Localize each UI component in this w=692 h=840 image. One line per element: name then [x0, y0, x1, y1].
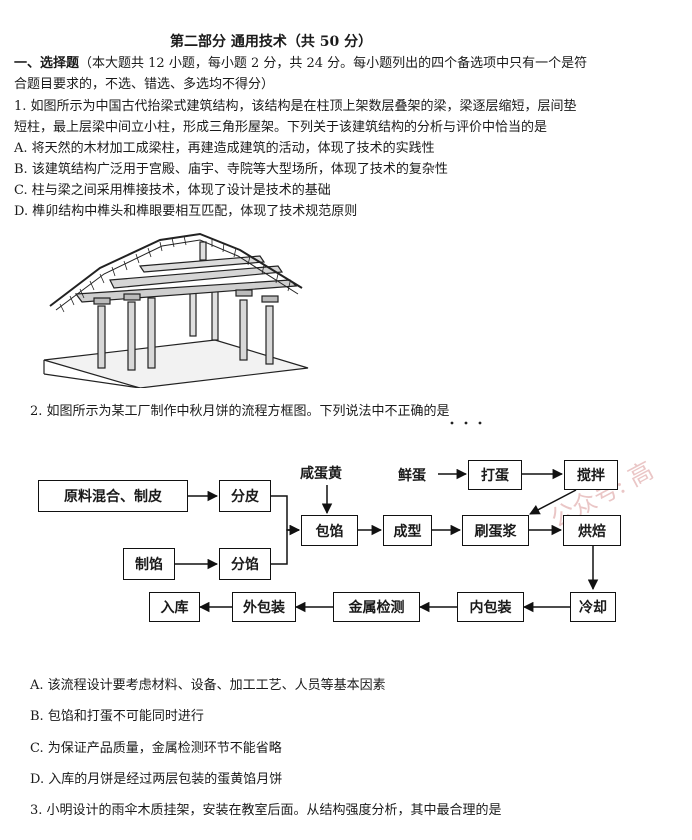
emphasis-dots — [450, 421, 482, 425]
q1-stem-line1: 1. 如图所示为中国古代抬梁式建筑结构，该结构是在柱顶上架数层叠架的梁，梁逐层缩… — [14, 99, 577, 114]
q2-option-b: B. 包馅和打蛋不可能同时进行 — [30, 709, 204, 724]
q1-option-a: A. 将天然的木材加工成梁柱，再建造成建筑的活动，体现了技术的实践性 — [14, 141, 435, 156]
q2-stem: 2. 如图所示为某工厂制作中秋月饼的流程方框图。下列说法中不正确的是 — [30, 404, 450, 419]
flow-step-wrap-filling: 包馅 — [301, 515, 358, 546]
section1-line1: 一、选择题（本大题共 12 小题，每小题 2 分，共 24 分。每小题列出的四个… — [14, 56, 587, 72]
flow-step-make-filling: 制馅 — [123, 548, 175, 580]
q1-stem-line2: 短柱，最上层梁中间立小柱，形成三角形屋架。下列关于该建筑结构的分析与评价中恰当的… — [14, 120, 548, 135]
section-title: 第二部分 通用技术（共 50 分） — [170, 34, 373, 50]
section1-label: 一、选择题 — [14, 56, 80, 71]
section1-desc1: （本大题共 12 小题，每小题 2 分，共 24 分。每小题列出的四个备选项中只… — [79, 56, 588, 71]
flow-input-fresh-egg: 鲜蛋 — [398, 468, 426, 484]
flow-step-raw-mix: 原料混合、制皮 — [38, 480, 188, 512]
q3-stem: 3. 小明设计的雨伞木质挂架，安装在教室后面。从结构强度分析，其中最合理的是 — [30, 803, 502, 818]
q2-option-d: D. 入库的月饼是经过两层包装的蛋黄馅月饼 — [30, 772, 283, 787]
flow-step-stir: 搅拌 — [564, 460, 618, 490]
flow-step-storage: 入库 — [149, 592, 200, 622]
flow-step-outer-pack: 外包装 — [232, 592, 296, 622]
flow-step-shaping: 成型 — [383, 515, 432, 546]
q2-option-c: C. 为保证产品质量，金属检测环节不能省略 — [30, 741, 282, 756]
flow-step-cool: 冷却 — [570, 592, 616, 622]
q2-option-a: A. 该流程设计要考虑材料、设备、加工工艺、人员等基本因素 — [30, 678, 386, 693]
q1-option-c: C. 柱与梁之间采用榫接技术，体现了设计是技术的基础 — [14, 183, 331, 198]
flow-step-inner-pack: 内包装 — [457, 592, 524, 622]
flow-step-metal-detect: 金属检测 — [333, 592, 420, 622]
flow-step-beat-egg: 打蛋 — [468, 460, 522, 490]
q1-option-d: D. 榫卯结构中榫头和榫眼要相互匹配，体现了技术规范原则 — [14, 204, 358, 219]
flow-step-brush-egg: 刷蛋浆 — [462, 515, 529, 546]
timber-frame-illustration — [43, 232, 309, 388]
q1-option-b: B. 该建筑结构广泛用于宫殿、庙宇、寺院等大型场所，体现了技术的复杂性 — [14, 162, 448, 177]
flow-step-split-skin: 分皮 — [219, 480, 271, 512]
section1-desc2: 合题目要求的，不选、错选、多选均不得分） — [14, 77, 275, 92]
flow-step-bake: 烘焙 — [563, 515, 621, 546]
flow-step-split-filling: 分馅 — [219, 548, 271, 580]
flow-input-salted-yolk: 咸蛋黄 — [300, 466, 342, 482]
